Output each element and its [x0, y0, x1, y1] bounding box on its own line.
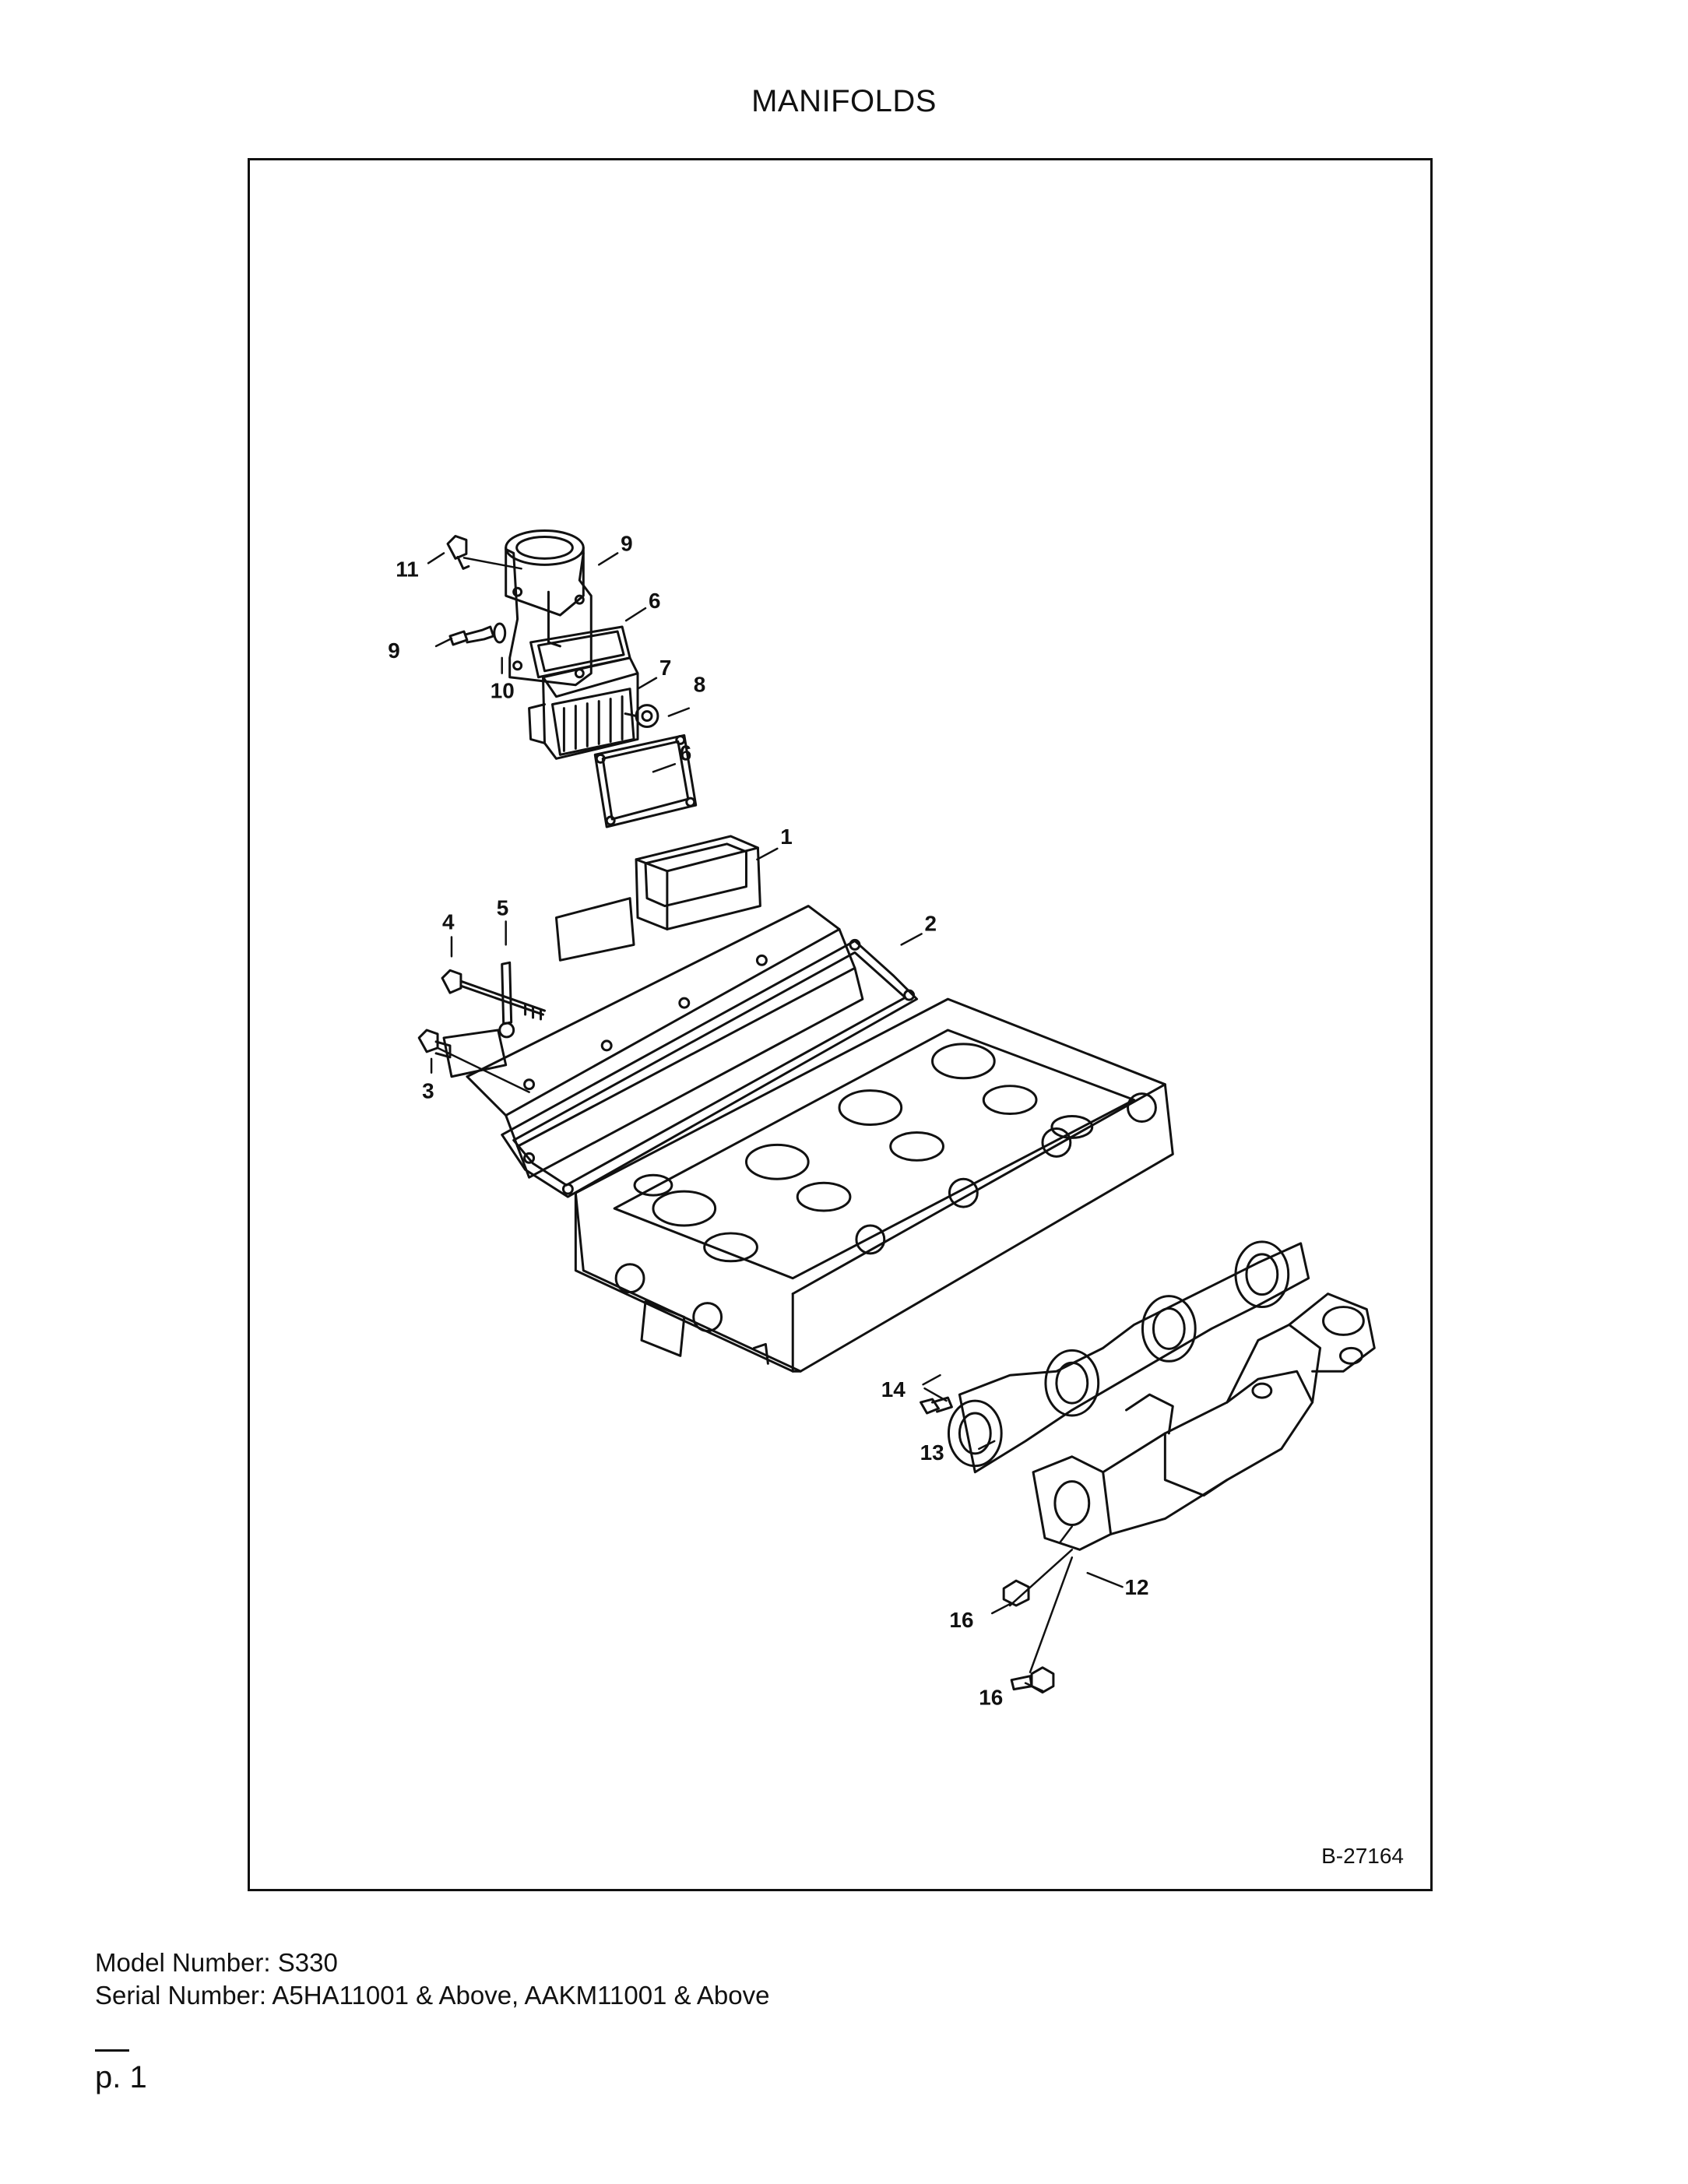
- page-number-rule: [95, 2049, 129, 2052]
- intake-manifold-elbow-drawing: [635, 835, 761, 930]
- heater-gasket-lower-drawing: [593, 733, 698, 828]
- callout-1: 1: [780, 825, 793, 849]
- callout-8: 8: [694, 673, 706, 697]
- callout-15: 14: [881, 1377, 906, 1401]
- callout-7: 7: [659, 656, 672, 680]
- callout-9: 9: [621, 531, 633, 555]
- page-number: p. 1: [95, 2060, 147, 2094]
- plugs-drawing: [1002, 1579, 1055, 1694]
- callout-14: 13: [920, 1440, 944, 1465]
- callout-numbers: 11 9 6 9 10 7 8 6 1 2 4 5 3 14 13 12 16 …: [388, 531, 1148, 1709]
- exploded-diagram-frame: 11 9 6 9 10 7 8 6 1 2 4 5 3 14 13 12 16 …: [248, 158, 1433, 1891]
- callout-16-lower: 16: [979, 1686, 1003, 1710]
- model-number: Model Number: S330: [95, 1948, 338, 1977]
- exhaust-gasket-drawing: [947, 1240, 1310, 1474]
- callout-13: 12: [1125, 1575, 1149, 1599]
- model-info: Model Number: S330 Serial Number: A5HA11…: [95, 1947, 770, 2012]
- serial-number: Serial Number: A5HA11001 & Above, AAKM11…: [95, 1981, 770, 2010]
- leader-lines: [427, 552, 1124, 1692]
- exploded-parts-diagram: 11 9 6 9 10 7 8 6 1 2 4 5 3 14 13 12 16 …: [388, 529, 1376, 1710]
- callout-12: 11: [396, 557, 418, 581]
- grid-heater-drawing: [528, 656, 639, 760]
- air-inlet-connection-drawing: [505, 529, 593, 687]
- exhaust-manifold-drawing: [1032, 1292, 1376, 1551]
- callout-4: 4: [442, 909, 455, 934]
- cylinder-head-drawing: [574, 997, 1174, 1373]
- page-title: MANIFOLDS: [751, 84, 937, 118]
- intake-manifold-gasket-drawing: [501, 938, 919, 1198]
- callout-11: 10: [491, 679, 515, 703]
- callout-2: 2: [925, 911, 937, 935]
- callout-3: 3: [422, 1079, 434, 1103]
- callout-5: 5: [497, 896, 509, 920]
- callout-6-lower: 6: [680, 740, 692, 765]
- fasteners-drawing: [417, 534, 953, 1415]
- callout-16-upper: 16: [949, 1608, 973, 1632]
- intake-manifold-drawing: [442, 897, 864, 1179]
- figure-id: B-27164: [1321, 1844, 1404, 1868]
- callout-10: 9: [388, 638, 400, 663]
- callout-6-upper: 6: [649, 589, 661, 613]
